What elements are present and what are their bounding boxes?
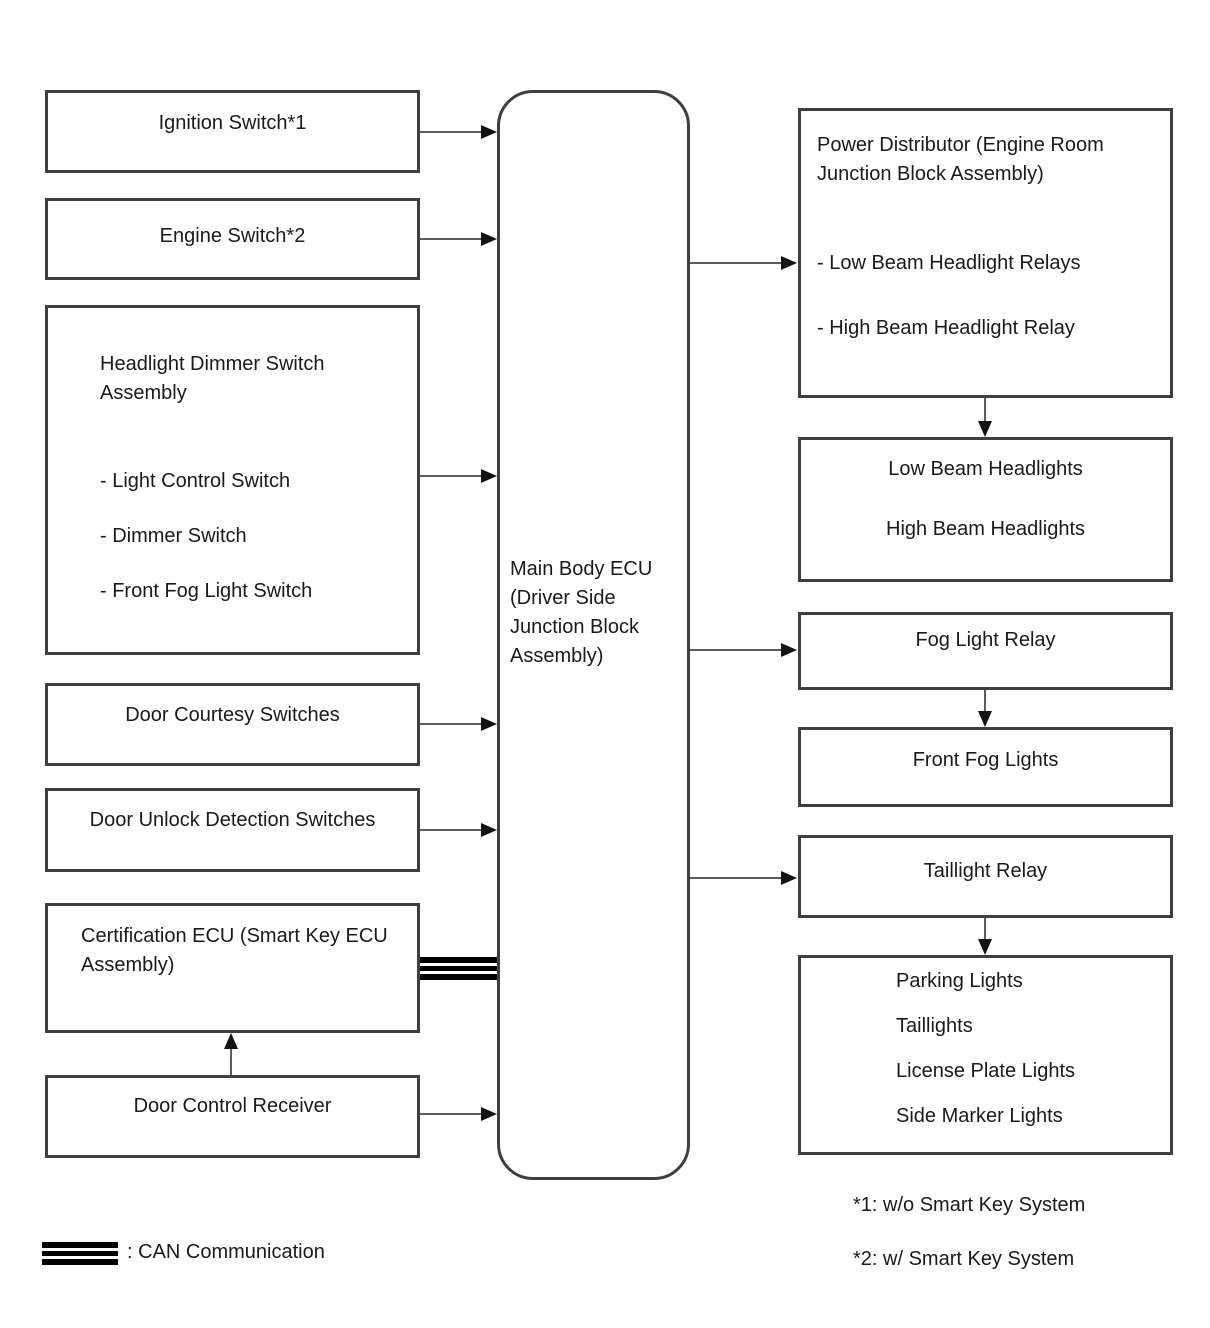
connector-ecu-to-taillight-relay: [690, 877, 782, 879]
connector-power-to-headlights: [984, 398, 986, 423]
connector-ecu-to-power-distributor: [690, 262, 782, 264]
footnote-1: *1: w/o Smart Key System: [853, 1194, 1086, 1216]
box-door-unlock-detection-switches: Door Unlock Detection Switches: [45, 788, 420, 872]
arrowhead-unlock-to-ecu: [481, 823, 497, 837]
door-control-receiver-label: Door Control Receiver: [133, 1095, 332, 1117]
arrowhead-dimmer-to-ecu: [481, 469, 497, 483]
headlight-dimmer-title: Headlight Dimmer Switch Assembly: [100, 353, 325, 404]
connector-ecu-to-fog-relay: [690, 649, 782, 651]
connector-receiver-to-certification: [230, 1049, 232, 1075]
box-main-body-ecu: Main Body ECU (Driver Side Junction Bloc…: [497, 90, 690, 1180]
headlight-dimmer-item-light-control: - Light Control Switch: [100, 470, 291, 492]
arrowhead-receiver-to-certification: [224, 1033, 238, 1049]
connector-dimmer-to-ecu: [420, 475, 482, 477]
box-tail-lights-group: Parking Lights Taillights License Plate …: [798, 955, 1173, 1155]
box-ignition-switch: Ignition Switch*1: [45, 90, 420, 173]
door-unlock-detection-switches-label: Door Unlock Detection Switches: [89, 809, 376, 831]
box-door-control-receiver: Door Control Receiver: [45, 1075, 420, 1158]
box-engine-switch: Engine Switch*2: [45, 198, 420, 280]
box-front-fog-lights: Front Fog Lights: [798, 727, 1173, 807]
arrowhead-engine-to-ecu: [481, 232, 497, 246]
box-certification-ecu: Certification ECU (Smart Key ECU Assembl…: [45, 903, 420, 1033]
front-fog-lights-label: Front Fog Lights: [912, 749, 1059, 771]
box-power-distributor: Power Distributor (Engine Room Junction …: [798, 108, 1173, 398]
arrowhead-courtesy-to-ecu: [481, 717, 497, 731]
connector-tailrelay-to-taillights: [984, 918, 986, 941]
tail-lights-item-license-plate: License Plate Lights: [896, 1060, 1076, 1082]
headlights-item-low-beam: Low Beam Headlights: [888, 458, 1083, 480]
tail-lights-item-taillights: Taillights: [896, 1015, 973, 1037]
arrowhead-fogrelay-to-foglights: [978, 711, 992, 727]
arrowhead-ecu-to-fog-relay: [781, 643, 797, 657]
connector-engine-to-ecu: [420, 238, 482, 240]
footnote-2: *2: w/ Smart Key System: [853, 1248, 1075, 1270]
connector-fogrelay-to-foglights: [984, 690, 986, 713]
box-taillight-relay: Taillight Relay: [798, 835, 1173, 918]
main-body-ecu-label: Main Body ECU (Driver Side Junction Bloc…: [510, 558, 653, 667]
arrowhead-power-to-headlights: [978, 421, 992, 437]
tail-lights-item-side-marker: Side Marker Lights: [896, 1105, 1063, 1127]
certification-ecu-label: Certification ECU (Smart Key ECU Assembl…: [81, 925, 388, 976]
tail-lights-item-parking: Parking Lights: [896, 970, 1023, 992]
headlights-item-high-beam: High Beam Headlights: [886, 518, 1085, 540]
box-door-courtesy-switches: Door Courtesy Switches: [45, 683, 420, 766]
arrowhead-tailrelay-to-taillights: [978, 939, 992, 955]
box-fog-light-relay: Fog Light Relay: [798, 612, 1173, 690]
arrowhead-receiver-to-ecu: [481, 1107, 497, 1121]
headlight-dimmer-item-dimmer: - Dimmer Switch: [100, 525, 247, 547]
taillight-relay-label: Taillight Relay: [923, 860, 1048, 882]
power-distributor-item-high-beam-relay: - High Beam Headlight Relay: [817, 317, 1075, 339]
connector-unlock-to-ecu: [420, 829, 482, 831]
power-distributor-title: Power Distributor (Engine Room Junction …: [817, 134, 1104, 185]
ignition-switch-label: Ignition Switch*1: [158, 112, 307, 134]
can-legend-label: : CAN Communication: [127, 1241, 325, 1263]
engine-switch-label: Engine Switch*2: [159, 225, 306, 247]
connector-courtesy-to-ecu: [420, 723, 482, 725]
power-distributor-item-low-beam-relays: - Low Beam Headlight Relays: [817, 252, 1081, 274]
arrowhead-ignition-to-ecu: [481, 125, 497, 139]
arrowhead-ecu-to-power-distributor: [781, 256, 797, 270]
fog-light-relay-label: Fog Light Relay: [915, 629, 1056, 651]
connector-receiver-to-ecu: [420, 1113, 482, 1115]
box-headlight-dimmer-switch-assembly: Headlight Dimmer Switch Assembly - Light…: [45, 305, 420, 655]
arrowhead-ecu-to-taillight-relay: [781, 871, 797, 885]
connector-ignition-to-ecu: [420, 131, 482, 133]
headlight-dimmer-item-front-fog: - Front Fog Light Switch: [100, 580, 313, 602]
door-courtesy-switches-label: Door Courtesy Switches: [125, 704, 340, 726]
box-headlights: Low Beam Headlights High Beam Headlights: [798, 437, 1173, 582]
